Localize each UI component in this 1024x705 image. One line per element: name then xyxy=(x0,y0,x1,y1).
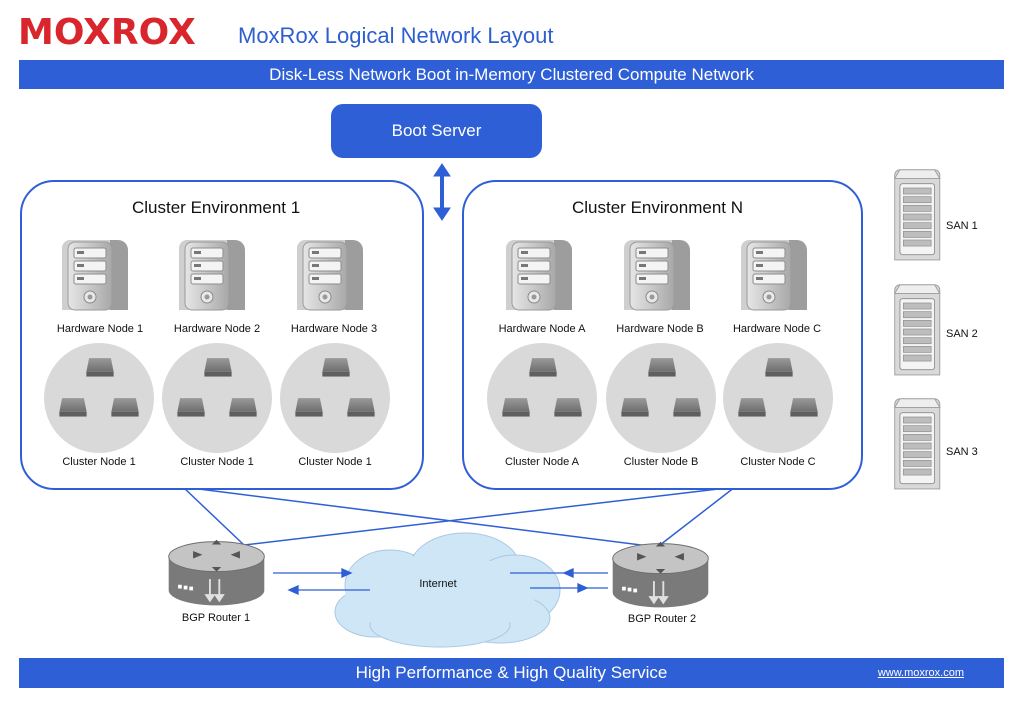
router-icon xyxy=(164,536,269,611)
san-label: SAN 1 xyxy=(946,220,978,232)
drive-icon xyxy=(204,358,232,377)
hardware-node-label: Hardware Node C xyxy=(732,323,822,335)
footer-bar: High Performance & High Quality Service … xyxy=(19,658,1004,688)
drive-icon xyxy=(322,358,350,377)
san-icon xyxy=(893,162,945,266)
website-link[interactable]: www.moxrox.com xyxy=(877,667,964,679)
drive-icon xyxy=(765,358,793,377)
hardware-node-label: Hardware Node 2 xyxy=(173,323,261,335)
cluster-1-title: Cluster Environment 1 xyxy=(132,198,301,217)
drive-icon xyxy=(554,398,582,417)
cluster-node-circle xyxy=(723,343,833,453)
cluster-node-circle xyxy=(606,343,716,453)
link-clusterN-router1 xyxy=(235,486,736,547)
cluster-node-group xyxy=(487,343,833,453)
hardware-node-label: Hardware Node A xyxy=(498,323,586,335)
hardware-node-label: Hardware Node 3 xyxy=(290,323,378,335)
hardware-node-label: Hardware Node B xyxy=(616,323,704,335)
drive-icon xyxy=(86,358,114,377)
link-cluster1-router2 xyxy=(182,486,666,549)
moxrox-logo: MOXROX xyxy=(18,12,196,53)
link-clusterN-router2 xyxy=(659,486,736,546)
footer-tagline: High Performance & High Quality Service xyxy=(355,663,668,682)
drive-icon xyxy=(229,398,257,417)
drive-icon xyxy=(790,398,818,417)
cluster-node-label: Cluster Node C xyxy=(740,456,816,468)
drive-icon xyxy=(177,398,205,417)
cluster-node-group xyxy=(44,343,390,453)
double-arrow-icon xyxy=(433,163,451,221)
server-icon xyxy=(504,236,582,314)
drive-icon xyxy=(295,398,323,417)
cluster-node-label: Cluster Node B xyxy=(623,456,699,468)
san-icon xyxy=(893,277,945,381)
cluster-node-label: Cluster Node 1 xyxy=(180,456,254,468)
cluster-environment-n: Cluster Environment N Hardware Node A Ha… xyxy=(462,180,863,490)
server-icon xyxy=(622,236,700,314)
cluster-node-label: Cluster Node A xyxy=(505,456,579,468)
server-icon xyxy=(295,236,373,314)
router-1-label: BGP Router 1 xyxy=(181,612,251,624)
drive-icon xyxy=(59,398,87,417)
drive-icon xyxy=(673,398,701,417)
cluster-node-label: Cluster Node 1 xyxy=(298,456,372,468)
san-icon xyxy=(893,391,945,495)
drive-icon xyxy=(648,358,676,377)
san-label: SAN 2 xyxy=(946,328,978,340)
server-icon xyxy=(739,236,817,314)
drive-icon xyxy=(502,398,530,417)
cluster-environment-1: Cluster Environment 1 Hardware Node 1 Ha… xyxy=(20,180,424,490)
drive-icon xyxy=(347,398,375,417)
cluster-node-label: Cluster Node 1 xyxy=(62,456,136,468)
cluster-n-title: Cluster Environment N xyxy=(572,198,744,217)
subtitle-bar: Disk-Less Network Boot in-Memory Cluster… xyxy=(19,60,1004,89)
cluster-node-circle xyxy=(44,343,154,453)
page-title: MoxRox Logical Network Layout xyxy=(238,23,554,48)
cluster-node-circle xyxy=(487,343,597,453)
boot-server-label: Boot Server xyxy=(391,121,482,140)
boot-server: Boot Server xyxy=(331,104,542,158)
san-label: SAN 3 xyxy=(946,446,978,458)
link-cluster1-router1 xyxy=(182,486,245,546)
drive-icon xyxy=(529,358,557,377)
drive-icon xyxy=(111,398,139,417)
router-icon xyxy=(608,538,713,613)
cluster-node-circle xyxy=(162,343,272,453)
hardware-node-label: Hardware Node 1 xyxy=(56,323,144,335)
router-2-label: BGP Router 2 xyxy=(627,613,697,625)
drive-icon xyxy=(738,398,766,417)
cluster-node-circle xyxy=(280,343,390,453)
server-icon xyxy=(60,236,138,314)
drive-icon xyxy=(621,398,649,417)
traffic-arrows xyxy=(273,567,608,596)
server-icon xyxy=(177,236,255,314)
internet-network xyxy=(273,532,608,648)
internet-label: Internet xyxy=(419,578,457,590)
